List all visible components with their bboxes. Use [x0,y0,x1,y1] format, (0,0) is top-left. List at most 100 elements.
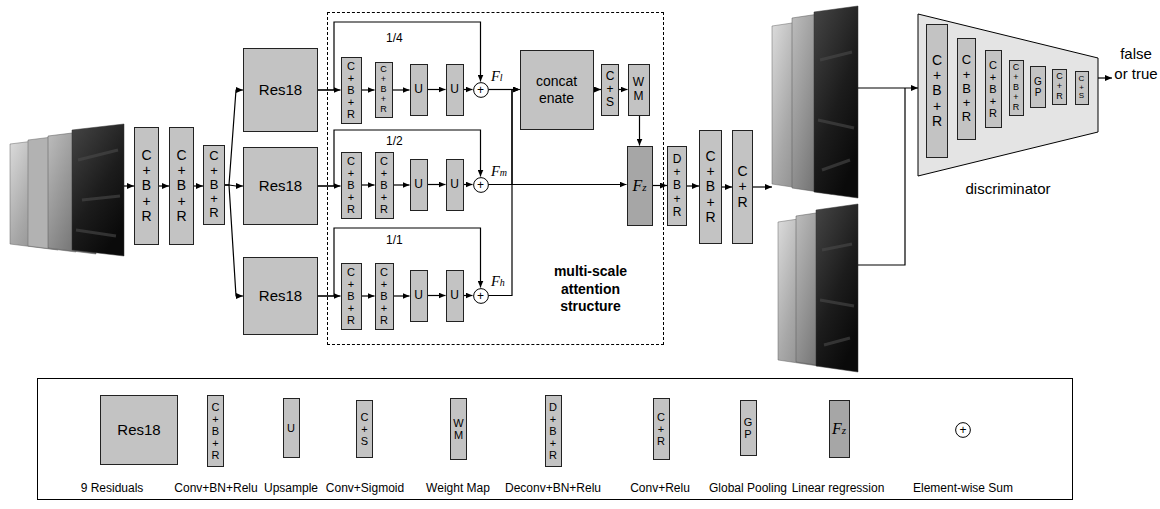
arrow-connector [362,89,375,90]
block-label: C+B+R [175,148,189,225]
block-label: C+B+R [960,53,973,124]
process-block: C+B+R [341,152,362,219]
process-block: U [283,398,300,458]
discriminator-outline [918,14,1098,176]
block-label: C+B+R [140,148,154,225]
feature-name: Fh [491,273,505,290]
block-label: + [477,84,484,96]
arrow-connector [639,116,640,146]
legend-label: Conv+Sigmoid [326,481,404,495]
process-block: U [446,159,464,211]
arrow-connector [489,90,520,185]
arrow-connector [394,184,410,185]
block-label: D+B+R [548,401,559,461]
legend-label: Deconv+BN+Relu [505,481,601,495]
residual-block: Res18 [243,48,318,132]
arrow-connector [194,185,203,186]
arrow-connector [653,185,668,186]
process-block: U [446,270,464,322]
block-label: U [449,289,461,302]
scale-label: 1/2 [386,134,403,148]
arrow-connector [159,185,169,186]
process-block: C+B+R [375,263,394,330]
block-label: Res18 [117,421,160,439]
block-label: + [959,424,966,436]
output-images [772,6,858,198]
block-label: discriminator [918,180,1098,198]
legend-label: Conv+Relu [630,481,690,495]
arrow-connector [464,184,473,185]
block-label: GP [743,416,754,440]
residual-block: Res18 [243,257,318,335]
arrow-connector [594,89,602,90]
input-images [10,124,124,256]
block-label: C+B+R [346,266,357,326]
process-block: U [410,159,428,211]
process-block: WM [450,398,467,460]
block-label: U [413,83,425,96]
arrow-connector [428,89,446,90]
process-block: C+B+R [341,263,362,330]
legend-label: Upsample [264,481,318,495]
residual-block: concat enate [520,50,594,130]
block-label: Res18 [259,81,302,99]
sum-node: + [955,422,971,438]
block-label: + [477,179,484,191]
block-label: C+B+R [1012,63,1021,112]
process-block: C+B+R [1009,60,1024,116]
block-label: U [449,178,461,191]
arrow-connector [225,90,243,185]
block-label: C+B+R [930,53,944,130]
block-label: U [286,422,297,434]
block-label: C+R [1055,72,1064,102]
process-block: C+B+R [699,130,722,244]
process-block: C+S [356,400,373,458]
process-block: U [410,270,428,322]
block-label: C+B+R [988,59,999,119]
block-label: C+B+R [210,401,221,461]
block-label: WM [633,76,645,102]
sum-circle-outline [473,82,488,97]
process-block: C+S [1075,71,1089,105]
feature-name: Fm [491,163,507,180]
arrow-connector [394,295,410,296]
block-label: WM [453,417,464,441]
process-block: GP [1030,66,1046,108]
block-label: C+B+R [208,149,221,220]
arrow-connector [722,186,732,187]
block-label: C+B+R [379,65,388,114]
block-label: C+B+R [346,155,357,215]
legend-label: Global Pooling [709,481,787,495]
block-label: GP [1033,76,1043,98]
block-label: C+B+R [379,266,390,326]
process-block: C+B+R [341,57,362,124]
block-label: Res18 [259,287,302,305]
process-block: WM [628,64,650,116]
sum-circle-outline [473,288,488,303]
ground-truth-images [778,204,858,372]
block-label: C+R [656,411,667,447]
process-block: C+B+R [375,62,393,118]
process-block: U [446,64,464,116]
arrow-connector [362,295,375,296]
arrow-connector [687,185,699,186]
arrow-connector [464,295,473,296]
sum-node: + [473,82,489,98]
process-block: D+B+R [545,395,562,467]
block-label: C+B+R [346,60,357,120]
block-label: + [477,290,484,302]
process-block: C+B+R [926,24,948,158]
block-label: C+B+R [704,149,718,226]
regression-block: Fz [829,400,850,458]
block-label: U [413,178,425,191]
block-label: U [449,83,461,96]
process-block: C+R [732,130,753,244]
block-label: D+B+R [671,153,683,219]
residual-block: Res18 [100,395,178,465]
sum-circle-outline [473,177,488,192]
process-block: D+B+R [667,146,687,226]
block-label: Fz [632,176,646,195]
block-label: U [413,289,425,302]
block-label: C+S [604,70,616,110]
